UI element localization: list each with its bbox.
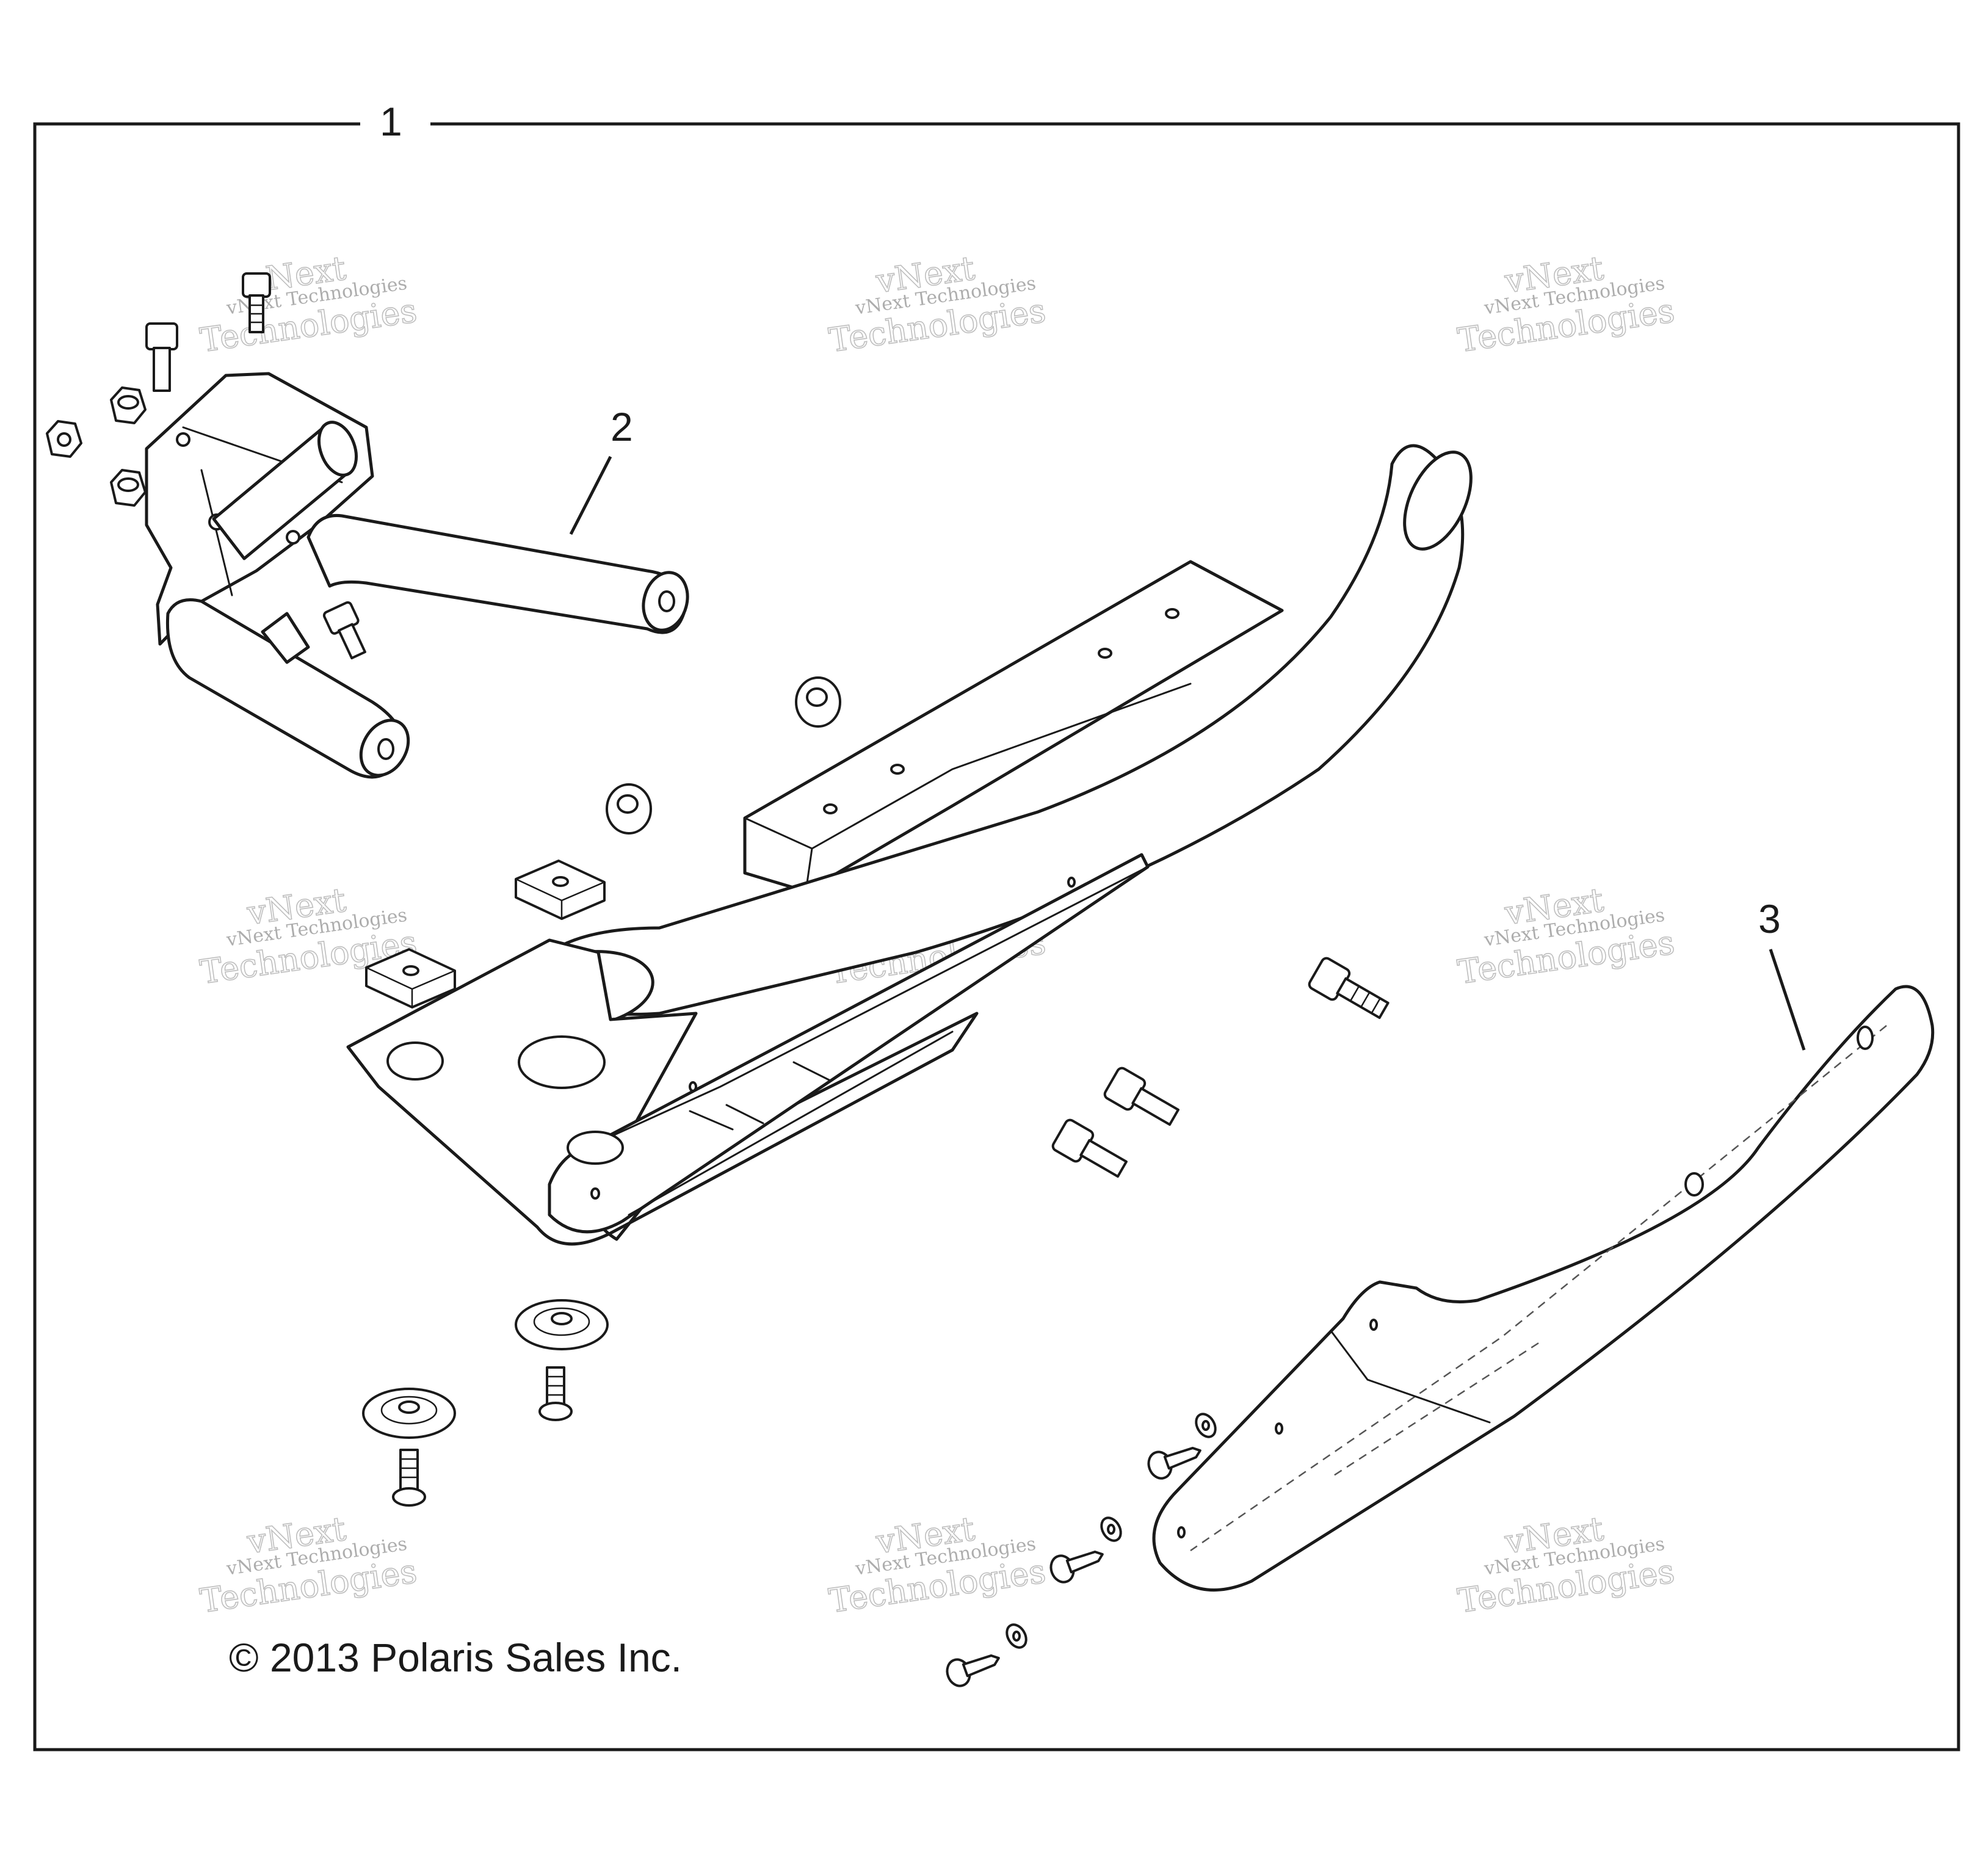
grommet-1: [795, 676, 841, 728]
part-1-skid-plate: [346, 444, 1473, 1246]
bolt-5: [1103, 1067, 1180, 1126]
copyright-text: © 2013 Polaris Sales Inc.: [229, 1635, 682, 1680]
callout-2: 2: [611, 404, 633, 449]
callout-3: 3: [1758, 896, 1781, 941]
callout-1: 1: [380, 99, 402, 144]
bolt-2: [145, 322, 178, 392]
nut-3: [110, 469, 147, 507]
bolt-1: [242, 272, 271, 333]
spacer-pad-2: [365, 948, 456, 1009]
watermark: vNext vNext Technologies Technologies: [826, 248, 1048, 360]
nut-2: [110, 386, 147, 424]
nut-1: [46, 420, 82, 458]
grommet-2: [606, 783, 652, 835]
watermark: vNext vNext Technologies Technologies: [1455, 880, 1677, 992]
leader-2: [569, 455, 612, 535]
screw-3: [946, 1654, 1000, 1687]
part-3-guard: [1152, 985, 1935, 1592]
washer-3: [1195, 1413, 1217, 1438]
bolt-4: [1308, 957, 1390, 1019]
washer-4: [1100, 1516, 1122, 1542]
leader-3: [1769, 949, 1806, 1051]
part-2-bracket: [145, 372, 689, 779]
watermark: vNext vNext Technologies Technologies: [197, 1509, 419, 1621]
bolt-8: [392, 1449, 426, 1507]
watermark: vNext vNext Technologies Technologies: [1455, 248, 1677, 360]
watermark: vNext vNext Technologies Technologies: [826, 1509, 1048, 1621]
screw-1: [1147, 1446, 1201, 1480]
assembly-frame: [33, 122, 1960, 1751]
screw-2: [1049, 1550, 1104, 1584]
watermark: vNext vNext Technologies Technologies: [197, 248, 419, 360]
spacer-pad-1: [515, 860, 606, 920]
bolt-3: [322, 601, 366, 660]
bolt-6: [1051, 1118, 1128, 1178]
washer-5: [1006, 1623, 1027, 1649]
washer-1: [515, 1299, 609, 1350]
bolt-7: [538, 1366, 573, 1421]
watermark: vNext vNext Technologies Technologies: [1455, 1509, 1677, 1621]
washer-2: [362, 1388, 456, 1439]
